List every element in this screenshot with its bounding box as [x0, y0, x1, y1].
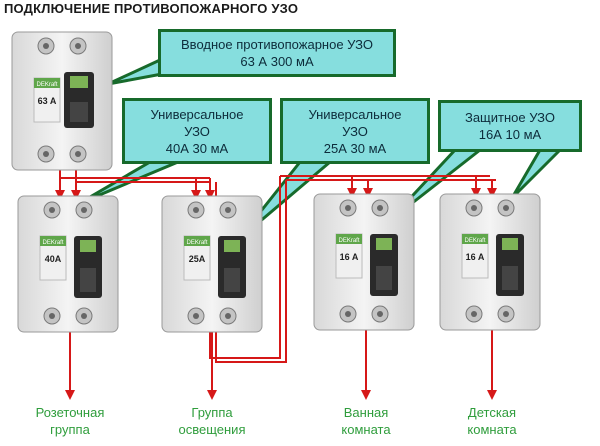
rcd-d4: DEKraft 16 A	[439, 193, 541, 331]
callout-universal-2-line1: Универсальное	[308, 106, 402, 122]
callout-universal-2-line2: УЗО	[342, 123, 368, 139]
rcd-d1: DEKraft 40A	[17, 195, 119, 333]
rcd-d1-brand: DEKraft	[42, 240, 63, 246]
callout-universal-1: Универсальное УЗО 40А 30 мА	[122, 98, 272, 164]
output-label-bathroom-line2: комната	[341, 422, 391, 437]
wires	[55, 168, 497, 400]
pointer-protective-b	[510, 148, 562, 200]
output-label-kids-room-line2: комната	[467, 422, 517, 437]
callout-universal-2-line3: 25А 30 мА	[323, 140, 387, 156]
output-label-lighting-line2: освещения	[178, 422, 246, 437]
callout-protective-line2: 16А 10 мА	[478, 127, 542, 142]
callout-protective-line1: Защитное УЗО	[464, 110, 556, 125]
output-label-lighting: Группа освещения	[157, 404, 267, 438]
output-label-bathroom-line1: Ванная	[343, 405, 389, 420]
output-label-kids-room: Детская комната	[437, 404, 547, 438]
rcd-main-rating: 63 A	[38, 96, 57, 106]
callout-main-line1: Вводное противопожарное УЗО	[181, 37, 373, 52]
callout-universal-1-line1: Универсальное	[150, 106, 244, 122]
output-label-bathroom: Ванная комната	[311, 404, 421, 438]
output-label-sockets-line1: Розеточная	[35, 405, 105, 420]
callout-universal-2: Универсальное УЗО 25А 30 мА	[280, 98, 430, 164]
callout-main-rcd: Вводное противопожарное УЗО 63 А 300 мА	[158, 29, 396, 77]
rcd-main: DEKraft 63 A	[11, 31, 113, 171]
rcd-d2: DEKraft 25A	[161, 195, 263, 333]
callout-universal-1-line3: 40А 30 мА	[165, 140, 229, 156]
output-label-sockets-line2: группа	[50, 422, 90, 437]
page-title: ПОДКЛЮЧЕНИЕ ПРОТИВОПОЖАРНОГО УЗО	[4, 1, 299, 16]
output-label-sockets: Розеточная группа	[15, 404, 125, 438]
pointer-main	[106, 58, 164, 86]
output-label-kids-room-line1: Детская	[467, 405, 517, 420]
callout-protective: Защитное УЗО 16А 10 мА	[438, 100, 582, 152]
rcd-d3-rating: 16 A	[340, 252, 359, 262]
callout-main-line2: 63 А 300 мА	[240, 54, 314, 69]
output-label-lighting-line1: Группа	[191, 405, 233, 420]
rcd-main-brand: DEKraft	[36, 82, 57, 88]
rcd-d2-rating: 25A	[189, 254, 206, 264]
rcd-d2-brand: DEKraft	[186, 240, 207, 246]
rcd-d1-rating: 40A	[45, 254, 62, 264]
rcd-d4-brand: DEKraft	[464, 238, 485, 244]
callout-universal-1-line2: УЗО	[184, 123, 210, 139]
rcd-d3-brand: DEKraft	[338, 238, 359, 244]
rcd-d3: DEKraft 16 A	[313, 193, 415, 331]
rcd-d4-rating: 16 A	[466, 252, 485, 262]
